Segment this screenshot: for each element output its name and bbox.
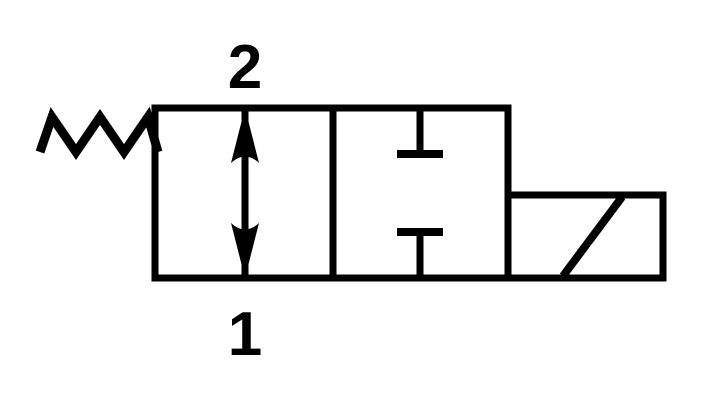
port-label-1: 1 bbox=[228, 300, 262, 369]
flow-arrow-head-down-icon bbox=[231, 223, 259, 278]
spring-actuator-icon bbox=[35, 106, 163, 160]
solenoid-diagonal-icon bbox=[559, 194, 626, 279]
port-label-2: 2 bbox=[228, 33, 262, 102]
solenoid-actuator-outline bbox=[504, 191, 667, 282]
flow-arrow-head-up-icon bbox=[231, 108, 259, 163]
